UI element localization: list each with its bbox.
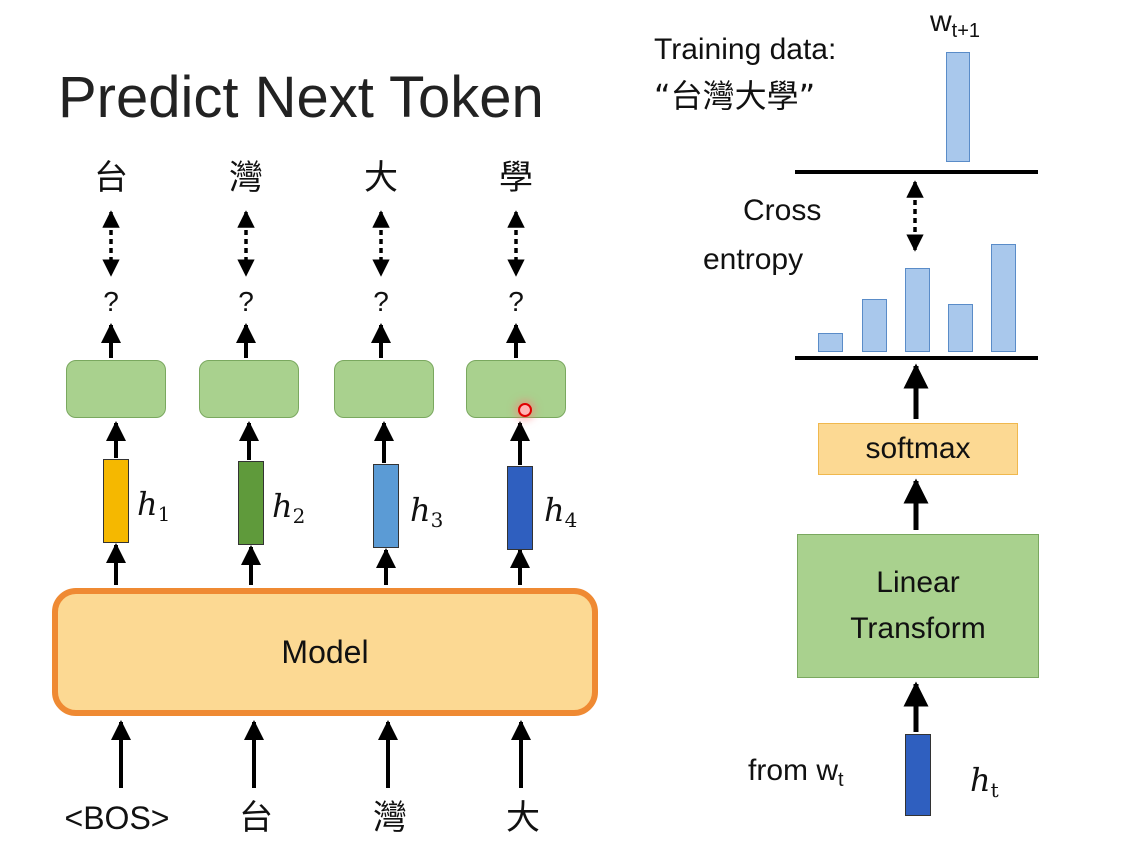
- from-wt-label: from wt: [748, 754, 844, 791]
- output-token-1: 台: [94, 158, 128, 198]
- softmax-label: softmax: [865, 432, 971, 465]
- output-token-4: 學: [499, 158, 533, 198]
- distribution-bar-5: [991, 244, 1016, 352]
- prediction-marker-1: ?: [103, 286, 119, 317]
- target-onehot-bar: [946, 52, 970, 162]
- model-block: Model: [52, 588, 598, 716]
- hidden-state-label-1: h1: [137, 485, 171, 526]
- model-label: Model: [281, 633, 369, 670]
- ht-hidden-state-bar: [905, 734, 931, 816]
- input-token-4: 大: [506, 798, 540, 838]
- output-token-2: 灣: [229, 158, 263, 198]
- output-head-box-3: [334, 360, 434, 418]
- box-to-question-arrows: [101, 323, 526, 358]
- linear-transform-line1: Linear: [876, 566, 960, 599]
- model-to-hidden-arrows: [106, 543, 530, 585]
- comparison-arrows: [102, 210, 525, 277]
- training-data-value: “台灣大學”: [654, 77, 816, 115]
- input-token-1: <BOS>: [64, 800, 170, 836]
- ht-label: ht: [970, 761, 999, 802]
- hidden-state-bar-1: [103, 459, 129, 543]
- hidden-to-box-arrows: [106, 421, 530, 465]
- prediction-marker-2: ?: [238, 286, 254, 317]
- distribution-bar-3: [905, 268, 930, 352]
- output-head-box-4: [466, 360, 566, 418]
- prediction-marker-3: ?: [373, 286, 389, 317]
- hidden-state-label-4: h4: [544, 491, 578, 532]
- hidden-state-bar-4: [507, 466, 533, 550]
- output-head-box-2: [199, 360, 299, 418]
- training-data-label: Training data:: [654, 33, 837, 66]
- distribution-bar-1: [818, 333, 843, 352]
- side-baselines: [795, 170, 1038, 360]
- cross-entropy-label-line2: entropy: [703, 243, 804, 276]
- hidden-state-label-2: h2: [272, 487, 306, 528]
- linear-transform-line2: Transform: [850, 612, 986, 645]
- input-arrows: [111, 720, 531, 788]
- distribution-bar-2: [862, 299, 887, 352]
- softmax-block: softmax: [818, 423, 1018, 475]
- cross-entropy-label-line1: Cross: [743, 194, 822, 227]
- slide-title: Predict Next Token: [58, 65, 544, 130]
- output-head-box-1: [66, 360, 166, 418]
- output-token-3: 大: [364, 158, 398, 198]
- pointer-cursor-dot: [518, 403, 532, 417]
- hidden-state-bar-2: [238, 461, 264, 545]
- target-word-label: wt+1: [930, 5, 981, 42]
- prediction-marker-4: ?: [508, 286, 524, 317]
- input-token-3: 灣: [373, 798, 407, 838]
- hidden-state-bar-3: [373, 464, 399, 548]
- distribution-bar-4: [948, 304, 973, 352]
- linear-transform-block: Linear Transform: [797, 534, 1039, 678]
- input-token-2: 台: [239, 798, 273, 838]
- hidden-state-label-3: h3: [410, 491, 444, 532]
